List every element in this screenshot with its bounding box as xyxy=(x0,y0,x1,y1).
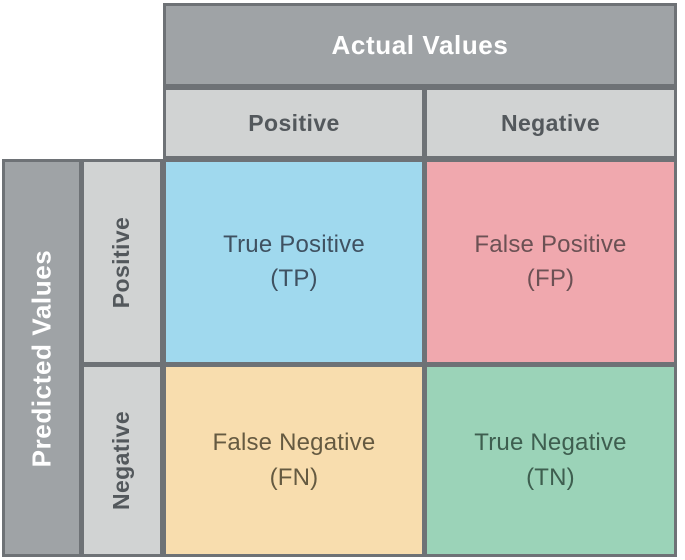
matrix-cell-false-negative-abbr: (FN) xyxy=(269,463,319,491)
column-header-positive-label: Positive xyxy=(248,109,340,136)
row-header-negative-label: Negative xyxy=(108,410,135,511)
matrix-cell-true-positive-name: True Positive xyxy=(223,230,365,258)
matrix-cell-false-negative: False Negative (FN) xyxy=(163,364,425,557)
predicted-values-axis-title-label: Predicted Values xyxy=(26,249,57,467)
row-header-positive-label: Positive xyxy=(108,216,135,308)
matrix-cell-false-negative-text: False Negative (FN) xyxy=(213,426,376,494)
matrix-cell-true-negative-text: True Negative (TN) xyxy=(474,426,626,494)
matrix-cell-true-negative-name: True Negative xyxy=(474,429,627,457)
column-header-positive: Positive xyxy=(163,87,425,159)
matrix-cell-true-positive: True Positive (TP) xyxy=(163,159,425,365)
matrix-cell-false-positive-abbr: (FP) xyxy=(526,265,575,292)
actual-values-axis-title: Actual Values xyxy=(163,3,677,87)
column-header-negative: Negative xyxy=(424,87,677,159)
matrix-cell-false-positive-name: False Positive xyxy=(474,230,627,258)
actual-values-axis-title-label: Actual Values xyxy=(331,29,509,60)
matrix-cell-true-negative: True Negative (TN) xyxy=(424,364,677,557)
column-header-negative-label: Negative xyxy=(500,109,601,136)
matrix-cell-false-negative-name: False Negative xyxy=(212,429,376,457)
row-header-positive: Positive xyxy=(81,159,163,365)
matrix-cell-true-positive-text: True Positive (TP) xyxy=(223,228,365,296)
row-header-negative: Negative xyxy=(81,364,163,557)
matrix-cell-true-positive-abbr: (TP) xyxy=(270,265,318,292)
matrix-cell-false-positive-text: False Positive (FP) xyxy=(474,228,626,296)
matrix-cell-true-negative-abbr: (TN) xyxy=(526,463,575,491)
matrix-cell-false-positive: False Positive (FP) xyxy=(424,159,677,365)
predicted-values-axis-title: Predicted Values xyxy=(2,159,82,557)
